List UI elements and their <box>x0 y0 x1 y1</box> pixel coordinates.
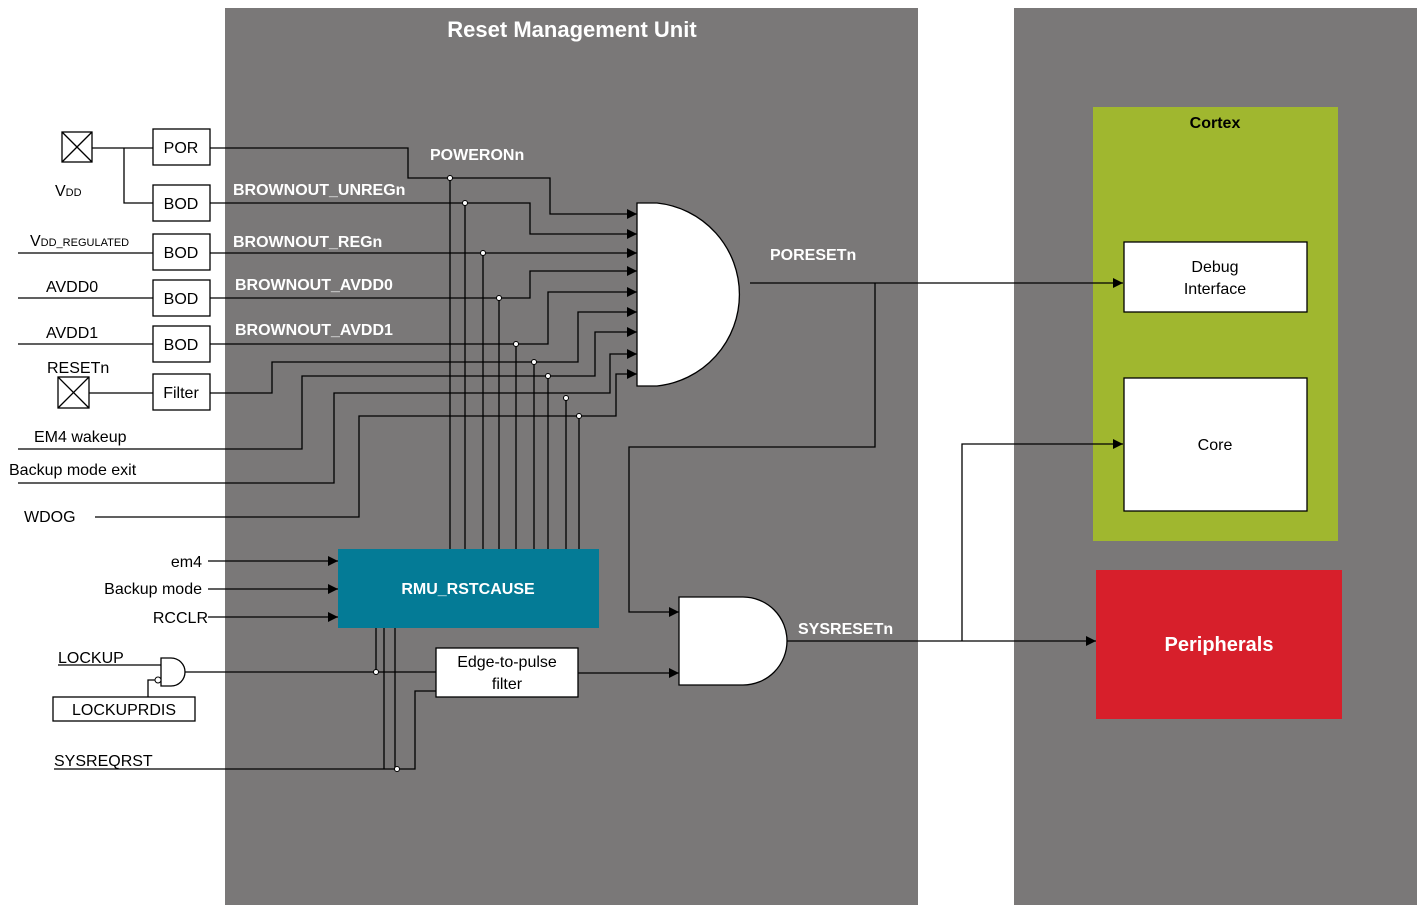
cortex-title: Cortex <box>1190 115 1241 132</box>
edge-filter-label-1: Edge-to-pulse <box>457 654 557 671</box>
lockuprdis-label: LOCKUPRDIS <box>72 702 176 719</box>
em4-label: em4 <box>171 554 202 571</box>
poreset-and-gate <box>636 202 741 387</box>
lockuprdis-box <box>52 696 196 722</box>
por-box <box>152 128 211 166</box>
sysreqrst-label: SYSREQRST <box>54 753 153 770</box>
debug-interface-box <box>1123 241 1308 313</box>
signal-brownout-unregn: BROWNOUT_UNREGn <box>233 182 405 199</box>
vdd-regulated-label: VDD_REGULATED <box>30 233 129 250</box>
rmu-panel <box>225 8 918 905</box>
edge-to-pulse-filter-box <box>435 647 579 698</box>
core-box <box>1123 377 1308 512</box>
debug-interface-label-2: Interface <box>1184 281 1246 298</box>
resetn-label: RESETn <box>47 360 109 377</box>
bod-label-vdd: BOD <box>164 196 199 213</box>
lockup-label: LOCKUP <box>58 650 124 667</box>
rcclr-label: RCCLR <box>153 610 208 627</box>
por-label: POR <box>164 140 199 157</box>
debug-interface-label-1: Debug <box>1191 259 1238 276</box>
avdd1-label: AVDD1 <box>46 325 98 342</box>
signal-poresetn: PORESETn <box>770 247 856 264</box>
signal-poweronn: POWERONn <box>430 147 524 164</box>
vdd-label: VDD <box>55 183 82 200</box>
vdd-pad-icon <box>61 131 93 163</box>
backup-exit-label: Backup mode exit <box>9 462 137 479</box>
backup-mode-label: Backup mode <box>104 581 202 598</box>
wdog-label: WDOG <box>24 509 76 526</box>
sysreset-and-gate <box>678 596 788 686</box>
bod-label-vddreg: BOD <box>164 245 199 262</box>
core-label: Core <box>1198 437 1233 454</box>
bod-box-vddreg <box>152 233 211 271</box>
rstcause-label: RMU_RSTCAUSE <box>401 581 535 598</box>
signal-brownout-avdd1: BROWNOUT_AVDD1 <box>235 322 393 339</box>
lockup-and-gate <box>160 657 186 687</box>
peripherals-block <box>1096 570 1342 719</box>
bod-box-avdd1 <box>152 325 211 363</box>
signal-sysresetn: SYSRESETn <box>798 621 893 638</box>
em4-wakeup-label: EM4 wakeup <box>34 429 127 446</box>
bod-box-avdd0 <box>152 279 211 317</box>
rmu-title: Reset Management Unit <box>447 17 697 42</box>
bod-label-avdd1: BOD <box>164 337 199 354</box>
rstcause-block <box>338 549 599 628</box>
signal-brownout-avdd0: BROWNOUT_AVDD0 <box>235 277 393 294</box>
filter-label: Filter <box>163 385 199 402</box>
bod-label-avdd0: BOD <box>164 291 199 308</box>
filter-box <box>152 373 211 411</box>
bod-box-vdd <box>152 184 211 222</box>
peripherals-label: Peripherals <box>1165 634 1274 656</box>
signal-brownout-regn: BROWNOUT_REGn <box>233 234 382 251</box>
avdd0-label: AVDD0 <box>46 279 98 296</box>
edge-filter-label-2: filter <box>492 676 523 693</box>
resetn-pad-icon <box>57 376 90 409</box>
